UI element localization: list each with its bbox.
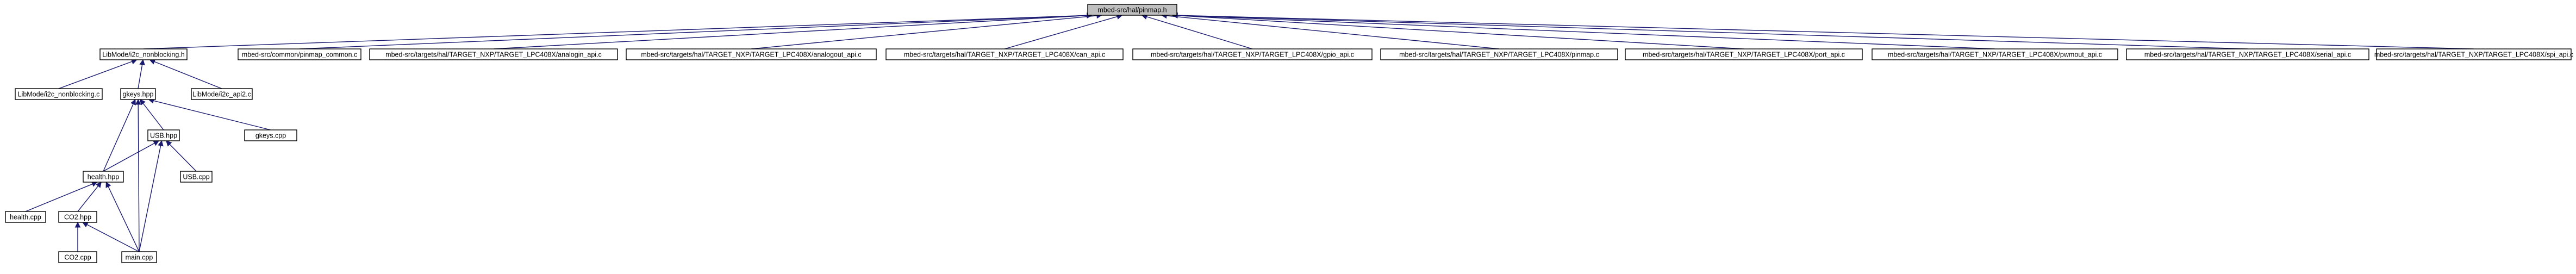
- node-main-cpp[interactable]: main.cpp: [121, 251, 157, 263]
- node-analogin-api-c[interactable]: mbed-src/targets/hal/TARGET_NXP/TARGET_L…: [369, 48, 618, 60]
- edge-co2_cpp-to-co2_hpp: [74, 221, 81, 252]
- node-can-api-c[interactable]: mbed-src/targets/hal/TARGET_NXP/TARGET_L…: [885, 48, 1124, 60]
- node-label: mbed-src/targets/hal/TARGET_NXP/TARGET_L…: [1151, 51, 1354, 59]
- node-label: LibMode/i2c_nonblocking.c: [18, 91, 100, 98]
- edge-gkeys_cpp-to-gkeys_hpp: [148, 98, 271, 130]
- node-gkeys-hpp[interactable]: gkeys.hpp: [120, 88, 156, 100]
- node-pinmap-h: mbed-src/hal/pinmap.h: [1087, 4, 1177, 16]
- edge-main_cpp-to-gkeys_hpp: [135, 98, 141, 252]
- edge-gkeys_hpp-to-i2c_nb_h: [138, 59, 145, 89]
- edge-usb_cpp-to-usb_hpp: [166, 140, 197, 172]
- node-label: USB.cpp: [183, 173, 209, 181]
- edge-health_hpp-to-gkeys_hpp: [103, 98, 136, 172]
- node-i2c-api2-c[interactable]: LibMode/i2c_api2.c: [191, 88, 253, 100]
- node-label: mbed-src/targets/hal/TARGET_NXP/TARGET_L…: [2144, 51, 2351, 59]
- node-label: mbed-src/common/pinmap_common.c: [242, 51, 358, 59]
- node-label: health.hpp: [88, 173, 119, 181]
- edge-i2c_nb_c-to-i2c_nb_h: [58, 59, 138, 89]
- node-spi-api-c[interactable]: mbed-src/targets/hal/TARGET_NXP/TARGET_L…: [2374, 48, 2573, 60]
- node-label: mbed-src/targets/hal/TARGET_NXP/TARGET_L…: [1888, 51, 2102, 59]
- node-pinmap-c[interactable]: mbed-src/targets/hal/TARGET_NXP/TARGET_L…: [1380, 48, 1618, 60]
- node-usb-cpp[interactable]: USB.cpp: [180, 171, 213, 183]
- node-gkeys-cpp[interactable]: gkeys.cpp: [244, 129, 297, 141]
- node-label: mbed-src/targets/hal/TARGET_NXP/TARGET_L…: [904, 51, 1106, 59]
- node-label: gkeys.hpp: [123, 91, 154, 98]
- edge-gpio_api_c-to-pinmap_h: [1141, 14, 1253, 49]
- edge-pinmap_c-to-pinmap_h: [1161, 13, 1500, 49]
- edge-health_hpp-to-usb_hpp: [103, 140, 160, 172]
- node-label: CO2.cpp: [64, 254, 91, 261]
- node-label: gkeys.cpp: [255, 132, 286, 140]
- node-label: mbed-src/hal/pinmap.h: [1097, 7, 1167, 14]
- node-label: mbed-src/targets/hal/TARGET_NXP/TARGET_L…: [385, 51, 602, 59]
- node-co2-cpp[interactable]: CO2.cpp: [58, 251, 97, 263]
- edge-main_cpp-to-co2_hpp: [82, 222, 140, 252]
- edge-co2_hpp-to-health_hpp: [77, 182, 102, 212]
- node-i2c-nb-h[interactable]: LibMode/i2c_nonblocking.h: [99, 48, 188, 60]
- edge-i2c_api2_c-to-i2c_nb_h: [149, 59, 222, 89]
- edge-main_cpp-to-health_hpp: [105, 181, 140, 252]
- node-label: LibMode/i2c_nonblocking.h: [102, 51, 185, 59]
- node-pinmap-common-c[interactable]: mbed-src/common/pinmap_common.c: [238, 48, 361, 60]
- node-label: mbed-src/targets/hal/TARGET_NXP/TARGET_L…: [641, 51, 861, 59]
- node-i2c-nb-c[interactable]: LibMode/i2c_nonblocking.c: [15, 88, 103, 100]
- edge-i2c_nb_h-to-pinmap_h: [143, 13, 1093, 49]
- node-label: mbed-src/targets/hal/TARGET_NXP/TARGET_L…: [1643, 51, 1845, 59]
- edge-spi_api_c-to-pinmap_h: [1171, 12, 2474, 49]
- node-analogout-api-c[interactable]: mbed-src/targets/hal/TARGET_NXP/TARGET_L…: [626, 48, 877, 60]
- node-label: mbed-src/targets/hal/TARGET_NXP/TARGET_L…: [2374, 51, 2573, 59]
- node-usb-hpp[interactable]: USB.hpp: [147, 129, 180, 141]
- node-label: main.cpp: [126, 254, 153, 261]
- node-label: USB.hpp: [150, 132, 177, 140]
- node-serial-api-c[interactable]: mbed-src/targets/hal/TARGET_NXP/TARGET_L…: [2126, 48, 2369, 60]
- edge-serial_api_c-to-pinmap_h: [1171, 12, 2248, 49]
- node-label: mbed-src/targets/hal/TARGET_NXP/TARGET_L…: [1399, 51, 1599, 59]
- node-label: health.cpp: [10, 214, 41, 221]
- node-gpio-api-c[interactable]: mbed-src/targets/hal/TARGET_NXP/TARGET_L…: [1132, 48, 1373, 60]
- node-co2-hpp[interactable]: CO2.hpp: [58, 211, 97, 223]
- node-label: CO2.hpp: [64, 214, 91, 221]
- node-pwmout-api-c[interactable]: mbed-src/targets/hal/TARGET_NXP/TARGET_L…: [1872, 48, 2118, 60]
- edge-health_cpp-to-health_hpp: [25, 181, 98, 212]
- edge-main_cpp-to-usb_hpp: [139, 140, 164, 252]
- node-health-cpp[interactable]: health.cpp: [5, 211, 46, 223]
- edge-usb_hpp-to-gkeys_hpp: [140, 99, 164, 130]
- node-label: LibMode/i2c_api2.c: [192, 91, 251, 98]
- nodes-layer: mbed-src/hal/pinmap.hLibMode/i2c_nonbloc…: [5, 4, 2573, 263]
- edge-pinmap_common_c-to-pinmap_h: [299, 13, 1093, 49]
- node-health-hpp[interactable]: health.hpp: [83, 171, 124, 183]
- node-port-api-c[interactable]: mbed-src/targets/hal/TARGET_NXP/TARGET_L…: [1625, 48, 1863, 60]
